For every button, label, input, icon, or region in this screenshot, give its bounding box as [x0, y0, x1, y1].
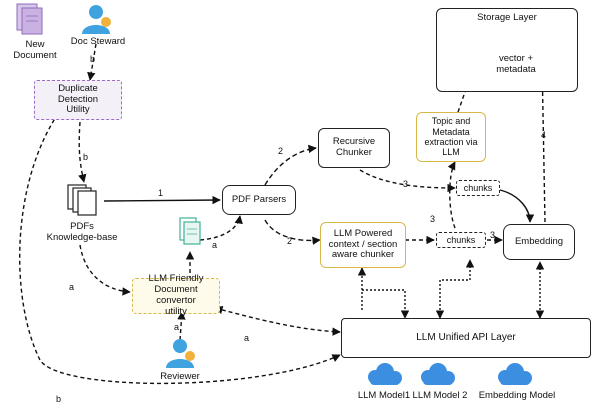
edge-recursive-chunks: [359, 169, 456, 193]
new-document-label: New Document: [13, 39, 57, 61]
person-icon: [82, 5, 111, 34]
edge-label-b-bottom: b: [56, 394, 61, 404]
edge-parsers-llmchunker: [264, 219, 321, 245]
doc-steward-label: Doc Steward: [70, 36, 126, 47]
llm-model2-label: LLM Model 2: [412, 390, 468, 401]
edge-chunks-topic: [447, 161, 456, 229]
green-document-icon: [179, 217, 201, 245]
storage-layer-container: Storage Layer: [436, 8, 578, 92]
edge-chunkstop-embedding: [499, 189, 535, 223]
llm-model1-label: LLM Model1: [357, 390, 411, 401]
embedding-model-label: Embedding Model: [478, 390, 556, 401]
edge-api-llmchunker-2: [362, 289, 410, 319]
llm-chunker-box[interactable]: LLM Powered context / section aware chun…: [320, 222, 406, 268]
edge-label-3-right: 3: [490, 230, 495, 240]
edge-label-3-left: 3: [430, 214, 435, 224]
pdfs-label: PDFs Knowledge-base: [46, 221, 118, 243]
edge-dup-api: [19, 107, 341, 385]
reviewer-person-icon: [166, 339, 195, 368]
pdf-parsers-box[interactable]: PDF Parsers: [222, 185, 296, 215]
chunks-chip-mid[interactable]: chunks: [436, 232, 486, 248]
llm-converter-box[interactable]: LLM Friendly Document convertor utility: [132, 273, 220, 317]
cloud-icon-model1: [368, 363, 402, 385]
reviewer-label: Reviewer: [160, 371, 200, 382]
recursive-chunker-box[interactable]: Recursive Chunker: [318, 128, 390, 168]
edge-label-2-top: 2: [278, 146, 283, 156]
llm-api-layer-box[interactable]: LLM Unified API Layer: [341, 318, 591, 358]
edge-label-a-top: a: [212, 240, 217, 250]
edge-label-3-top: 3: [403, 179, 408, 189]
edge-converter-api: [214, 305, 341, 336]
vector-metadata-label: vector + metadata: [496, 53, 536, 75]
edge-pdfs-parsers: [103, 195, 221, 205]
storage-layer-title: Storage Layer: [477, 12, 537, 23]
edge-label-a-api: a: [244, 333, 249, 343]
edge-doc-parsers: [199, 215, 243, 241]
edge-label-b-top: b: [90, 54, 95, 64]
duplicate-detection-box[interactable]: Duplicate Detection Utility: [34, 80, 122, 120]
edge-parsers-recursive: [264, 144, 317, 186]
edge-label-1: 1: [158, 188, 163, 198]
edge-api-topic: [435, 259, 475, 319]
edge-steward-dup: [87, 43, 97, 81]
document-icon: [16, 3, 43, 35]
edge-reviewer-converter: [177, 311, 186, 341]
cloud-icon-model2: [421, 363, 455, 385]
topic-extraction-box[interactable]: Topic and Metadata extraction via LLM: [416, 112, 486, 162]
embedding-box[interactable]: Embedding: [503, 224, 575, 260]
edge-label-a-left: a: [69, 282, 74, 292]
edge-label-a-reviewer: a: [174, 322, 179, 332]
chunks-chip-top[interactable]: chunks: [456, 180, 500, 196]
edge-label-4-right: 4: [541, 130, 546, 140]
edge-label-2-bottom: 2: [287, 236, 292, 246]
pdf-stack-icon: [67, 184, 97, 216]
edge-dup-pdfs: [78, 121, 87, 183]
edge-pdfs-converter: [79, 244, 131, 296]
edge-label-b-mid: b: [83, 152, 88, 162]
cloud-icon-embedding-model: [498, 363, 532, 385]
